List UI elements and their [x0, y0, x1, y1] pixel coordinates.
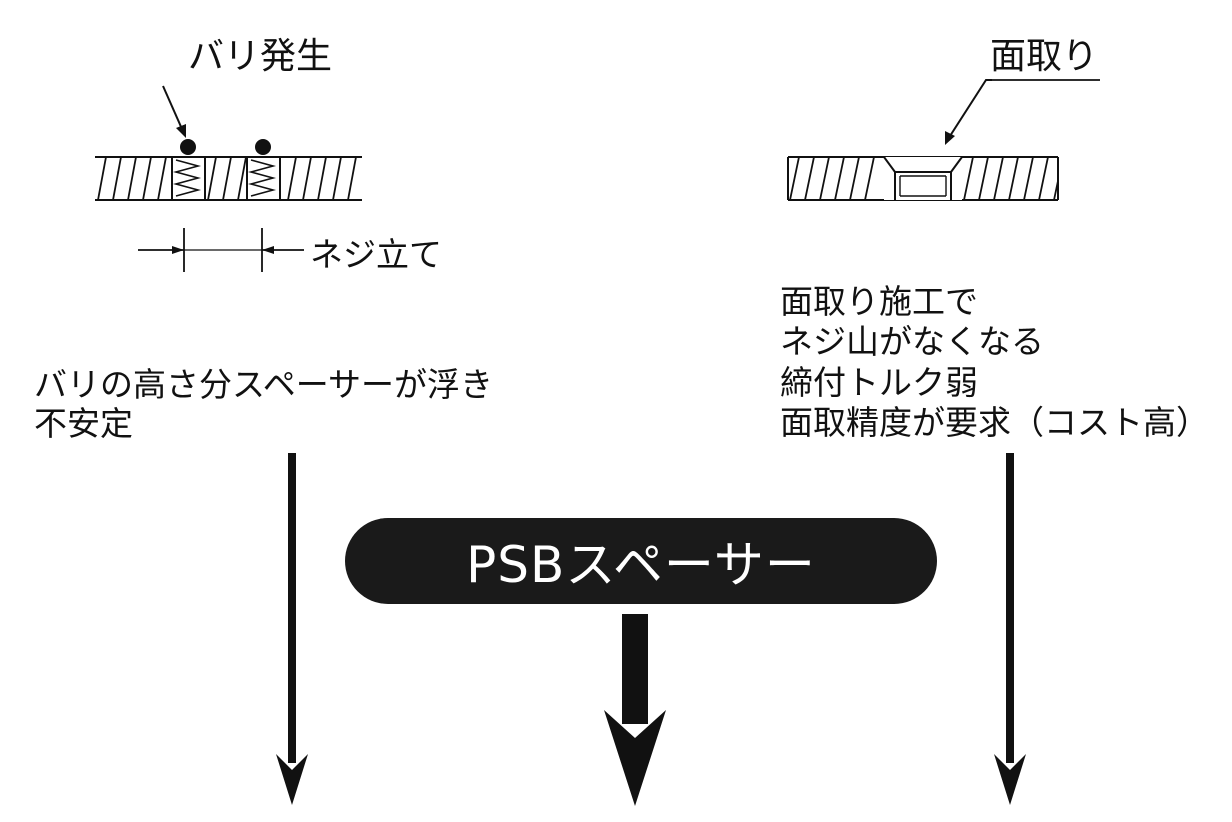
right-plate-drawing: [787, 156, 1059, 201]
right-note-line: ネジ山がなくなる: [780, 322, 1044, 362]
right-notes: 面取り施工で ネジ山がなくなる 締付トルク弱 面取精度が要求（コスト高）: [780, 282, 1209, 443]
burr-leader-arrow: [162, 85, 186, 138]
chamfer-label: 面取り: [990, 36, 1099, 77]
left-down-arrow: [276, 453, 308, 805]
thread-zigzag-2: [247, 159, 277, 197]
left-plate-drawing: [95, 156, 362, 201]
right-plate-hatching: [789, 157, 1058, 200]
tap-label: ネジ立て: [310, 235, 442, 274]
left-note-line: バリの高さ分スペーサーが浮き: [34, 365, 494, 404]
burr-dot-1: [180, 139, 196, 155]
thread-zigzag-1: [172, 159, 202, 197]
burr-dot-2: [255, 139, 271, 155]
dimension-arrowhead-right: [262, 246, 274, 254]
left-plate-hatching: [97, 157, 357, 200]
left-notes: バリの高さ分スペーサーが浮き 不安定: [34, 365, 494, 444]
right-note-line: 面取り施工で: [780, 282, 978, 321]
center-down-arrow: [604, 614, 666, 806]
dimension-arrowhead-left: [172, 246, 184, 254]
right-note-line: 面取精度が要求（コスト高）: [780, 402, 1209, 442]
burr-label: バリ発生: [188, 36, 333, 77]
right-down-arrow: [994, 453, 1026, 805]
chamfer-leader-arrow: [945, 79, 1100, 145]
product-label: PSBスペーサー: [466, 536, 816, 594]
thread-dimension: [138, 228, 304, 272]
right-note-line: 締付トルク弱: [780, 362, 978, 402]
left-note-line: 不安定: [34, 403, 133, 443]
product-pill: PSBスペーサー: [345, 518, 937, 604]
